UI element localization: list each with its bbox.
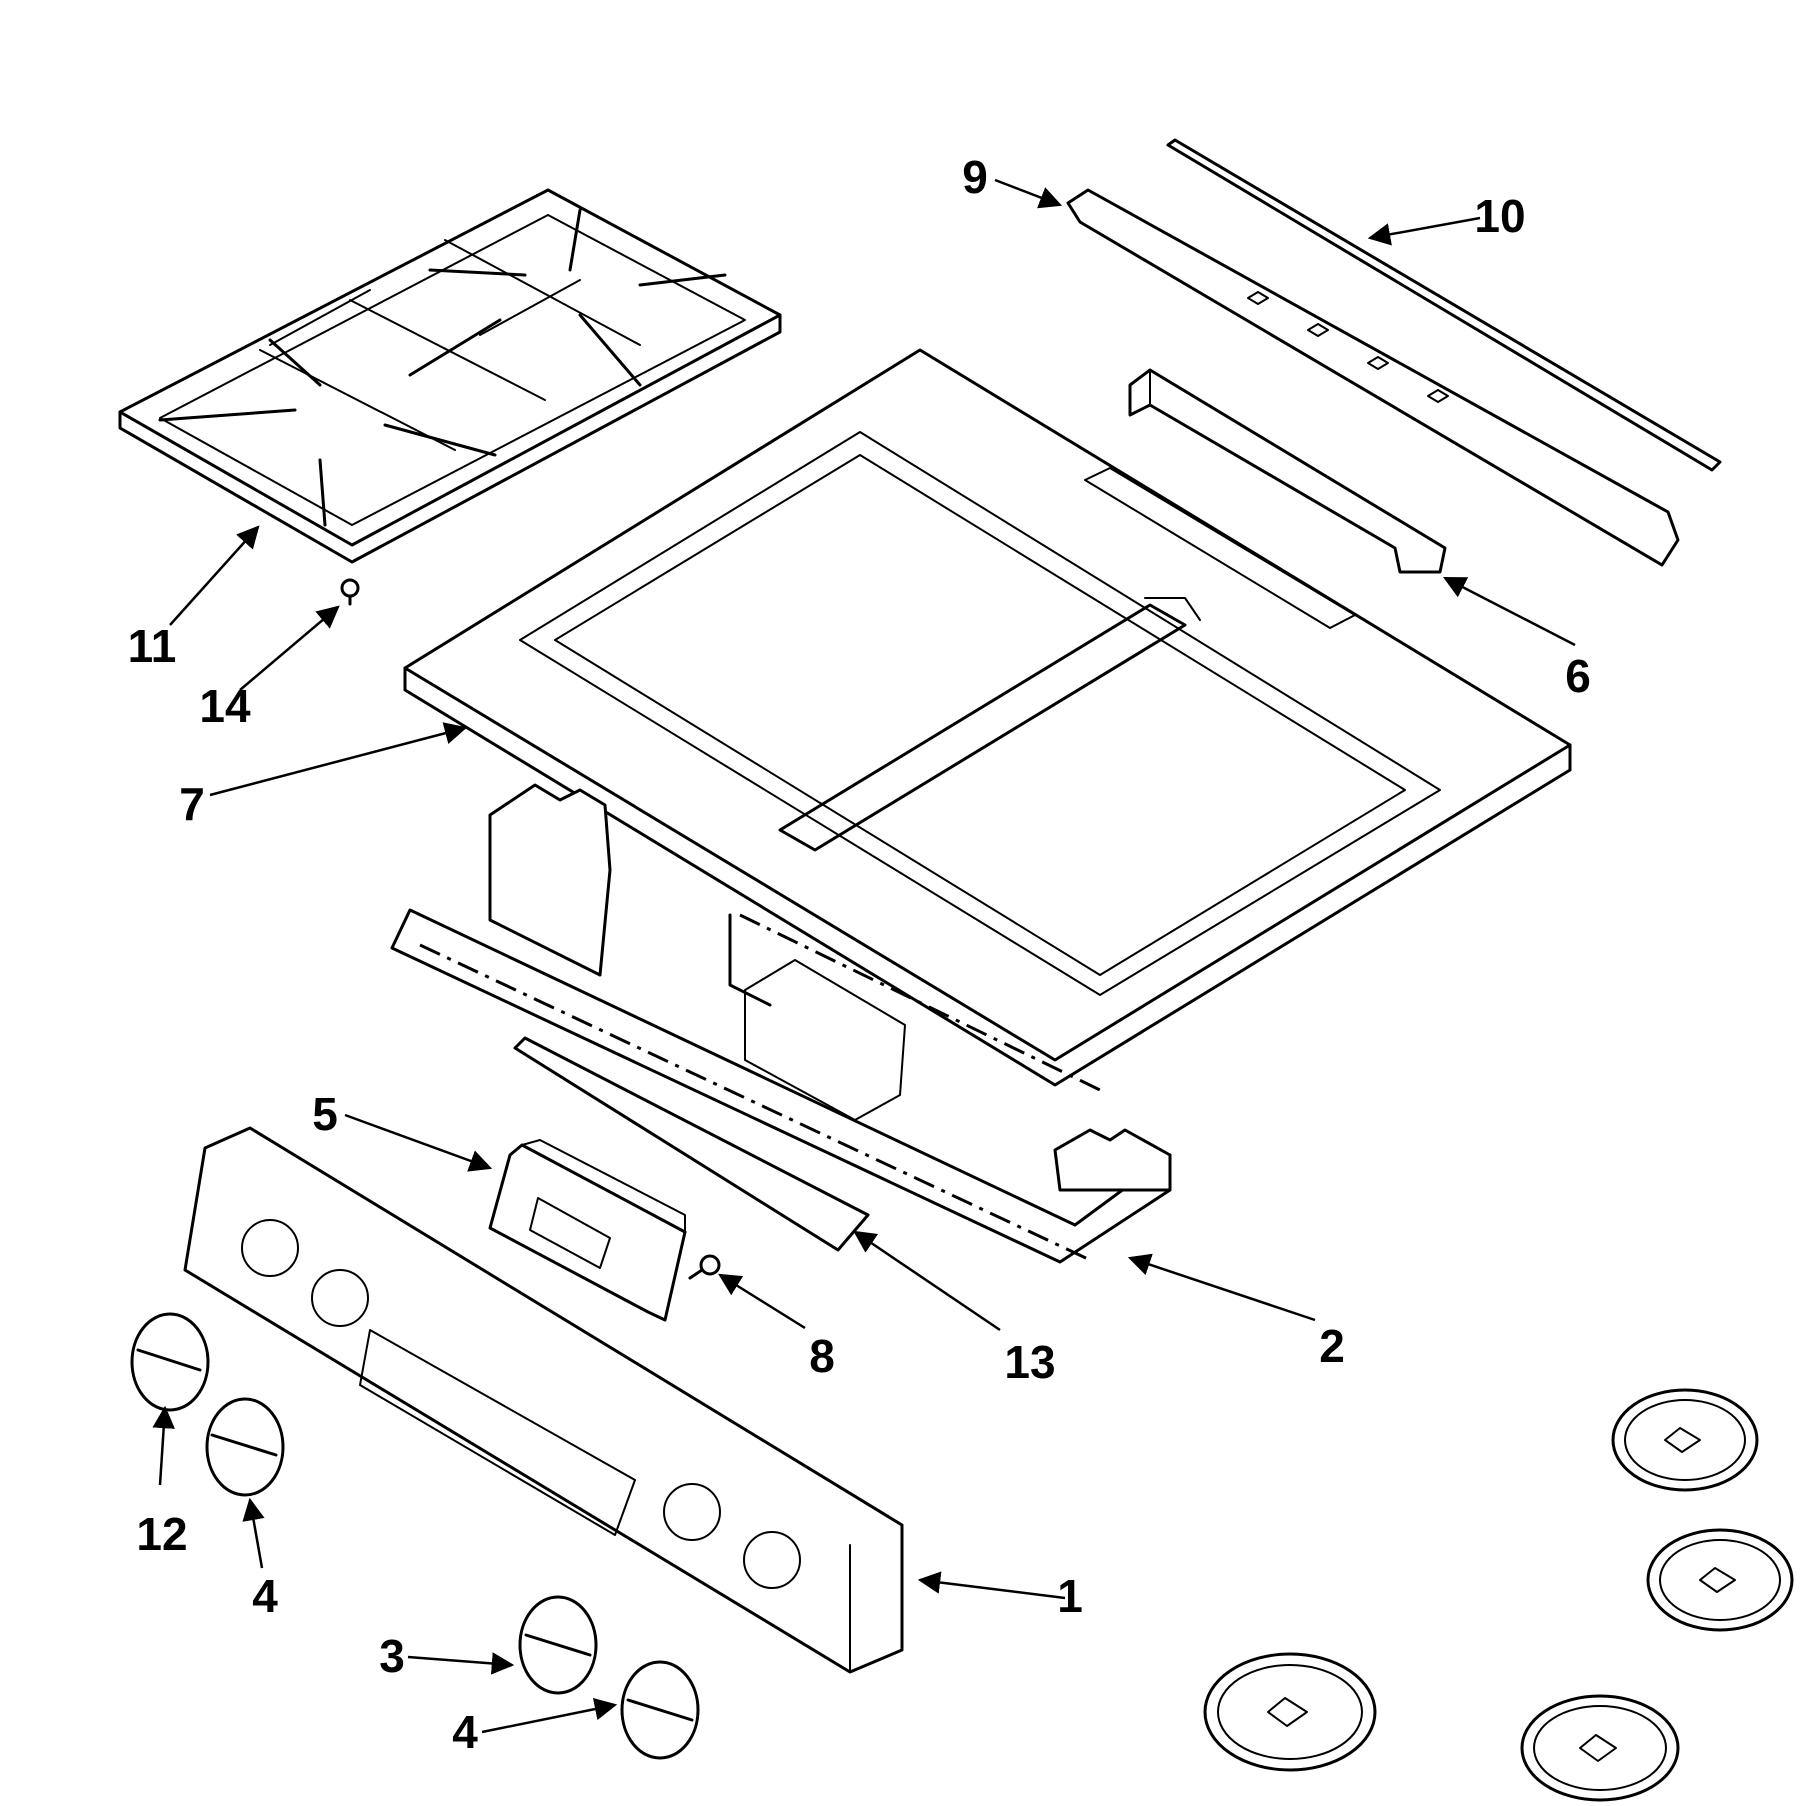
bracket-part	[1128, 368, 1447, 574]
burner-cap	[1520, 1694, 1680, 1802]
callout-11: 11	[128, 620, 177, 672]
vent-trim-part	[1066, 188, 1680, 567]
trim-strip-part	[1166, 138, 1722, 472]
burner-cap	[1646, 1528, 1794, 1632]
control-module-part	[488, 1139, 687, 1322]
callout-13: 13	[1004, 1336, 1055, 1388]
callout-4-upper: 4	[252, 1570, 278, 1622]
callout-14: 14	[199, 680, 251, 732]
burner-cap	[1611, 1388, 1759, 1492]
callout-8: 8	[809, 1330, 835, 1382]
grate-part	[118, 188, 782, 564]
callout-10: 10	[1474, 190, 1525, 242]
callout-12: 12	[136, 1508, 187, 1560]
callout-7: 7	[179, 778, 205, 830]
callout-3: 3	[379, 1630, 405, 1682]
callout-6: 6	[1565, 650, 1591, 702]
burner-cap	[1203, 1652, 1377, 1772]
knob-4-lower	[620, 1660, 700, 1760]
screw-part-14	[340, 578, 360, 606]
knob-12	[130, 1312, 210, 1412]
control-panel-part	[183, 1126, 904, 1674]
callout-1: 1	[1057, 1570, 1083, 1622]
shield-part	[513, 959, 906, 1252]
knob-4-upper	[205, 1397, 285, 1497]
cooktop-part	[403, 348, 1572, 1087]
knob-3	[518, 1595, 598, 1695]
callout-5: 5	[312, 1088, 338, 1140]
callout-2: 2	[1319, 1320, 1345, 1372]
leader-lines	[152, 178, 1576, 1734]
callout-4-lower: 4	[452, 1706, 478, 1758]
screw-part-8	[688, 1254, 721, 1280]
manifold-panel-part	[390, 783, 1172, 1264]
callout-9: 9	[962, 151, 988, 203]
